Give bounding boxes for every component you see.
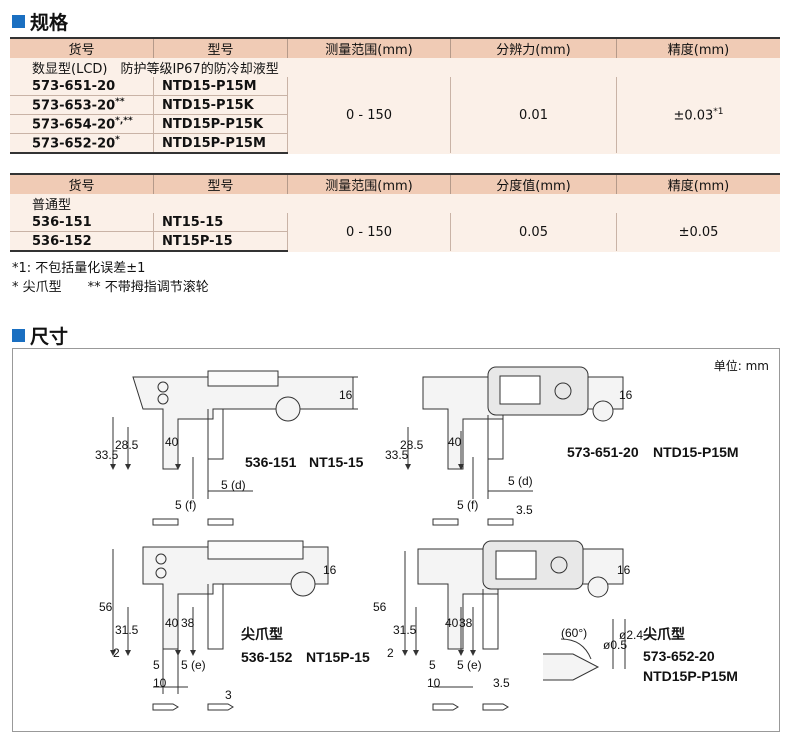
drawing1-code: 536-151: [245, 454, 297, 470]
header-range: 测量范围(mm): [287, 37, 451, 58]
note-2: * 尖爪型 ** 不带拇指调节滚轮: [12, 280, 209, 295]
drawing3-type: 尖爪型: [241, 626, 283, 642]
dim-3-5: 3.5: [493, 676, 510, 690]
dim-5e: 5 (e): [457, 658, 482, 672]
dim-40: 40: [448, 435, 462, 449]
dim-38: 38: [181, 616, 195, 630]
group-label: 普通型: [32, 198, 72, 213]
graduation-value: 0.05: [450, 213, 617, 251]
dim-28-5: 28.5: [400, 438, 424, 452]
drawing2-model: NTD15-P15M: [653, 444, 739, 460]
header-graduation: 分度值(mm): [450, 173, 617, 194]
dim-33-5: 33.5: [385, 448, 409, 462]
item-model: NT15P-15: [153, 231, 288, 252]
range-value: 0 - 150: [287, 213, 451, 251]
item-code: 573-654-20*,**: [10, 114, 154, 134]
header-accuracy: 精度(mm): [616, 173, 780, 194]
drawing4-code: 573-652-20: [643, 648, 715, 664]
header-accuracy: 精度(mm): [616, 37, 780, 58]
dim-31-5: 31.5: [115, 623, 139, 637]
section-square-icon: [12, 329, 25, 342]
resolution-value: 0.01: [450, 77, 617, 153]
item-code: 573-651-20: [10, 77, 154, 96]
item-model: NTD15-P15M: [153, 77, 288, 96]
dim-28-5: 28.5: [115, 438, 139, 452]
dim-5f: 5 (f): [175, 498, 196, 512]
item-model: NTD15P-P15M: [153, 133, 288, 154]
item-code: 573-653-20**: [10, 95, 154, 115]
item-code: 536-152: [10, 231, 154, 252]
unit-label: 单位: mm: [713, 359, 769, 373]
caliper-drawing-1: [110, 370, 358, 526]
dim-60deg: (60°): [561, 626, 587, 640]
dim-40: 40: [165, 435, 179, 449]
dim-16: 16: [339, 388, 353, 402]
item-code: 536-151: [10, 213, 154, 232]
item-model: NTD15P-P15K: [153, 114, 288, 134]
drawing4-model: NTD15P-P15M: [643, 668, 738, 684]
dim-16: 16: [619, 388, 633, 402]
drawing4-type: 尖爪型: [643, 626, 685, 642]
dim-5d: 5 (d): [221, 478, 246, 492]
header-resolution: 分辨力(mm): [450, 37, 617, 58]
spec-heading: 规格: [12, 8, 68, 35]
dim-5e: 5 (e): [181, 658, 206, 672]
drawing2-code: 573-651-20: [567, 444, 639, 460]
section-square-icon: [12, 15, 25, 28]
dim-2-4: ø2.4: [619, 628, 643, 642]
dim-31-5: 31.5: [393, 623, 417, 637]
dimension-svg: 536-151 NT15-15 573-651-20 NTD15-P15M 尖爪…: [95, 366, 739, 711]
dim-0-5: ø0.5: [603, 638, 627, 652]
dim-3: 3: [225, 688, 232, 702]
item-model: NT15-15: [153, 213, 288, 232]
header-code: 货号: [10, 173, 154, 194]
dim-16: 16: [323, 563, 337, 577]
spec-table-standard: 货号 型号 测量范围(mm) 分度值(mm) 精度(mm) 普通型 536-15…: [10, 173, 780, 252]
caliper-drawing-3: [110, 540, 329, 711]
item-model: NTD15-P15K: [153, 95, 288, 115]
dim-5d: 5 (d): [508, 474, 533, 488]
dim-3-5: 3.5: [516, 503, 533, 517]
spec-table-digital: 货号 型号 测量范围(mm) 分辨力(mm) 精度(mm) 数显型(LCD) 防…: [10, 37, 780, 154]
group-label: 数显型(LCD) 防护等级IP67的防冷却液型: [32, 62, 279, 77]
dim-10: 10: [153, 676, 167, 690]
dim-33-5: 33.5: [95, 448, 119, 462]
dim-5: 5: [153, 658, 160, 672]
dimension-drawings: 单位: mm: [12, 348, 780, 732]
drawing3-model: NT15P-15: [306, 649, 370, 665]
dim-heading: 尺寸: [12, 322, 68, 349]
dim-40: 40: [165, 616, 179, 630]
dim-56: 56: [373, 600, 387, 614]
accuracy-value: ±0.03*1: [616, 77, 780, 153]
dim-56: 56: [99, 600, 113, 614]
dim-10: 10: [427, 676, 441, 690]
header-code: 货号: [10, 37, 154, 58]
dim-2: 2: [387, 646, 394, 660]
note-1: *1: 不包括量化误差±1: [12, 261, 146, 276]
dim-2: 2: [113, 646, 120, 660]
header-model: 型号: [153, 37, 288, 58]
header-model: 型号: [153, 173, 288, 194]
caliper-drawing-4: [402, 540, 626, 711]
dim-5: 5: [429, 658, 436, 672]
drawing3-code: 536-152: [241, 649, 293, 665]
dim-16: 16: [617, 563, 631, 577]
dim-38: 38: [459, 616, 473, 630]
header-range: 测量范围(mm): [287, 173, 451, 194]
drawing1-model: NT15-15: [309, 454, 364, 470]
item-code: 573-652-20*: [10, 133, 154, 154]
dim-40: 40: [445, 616, 459, 630]
accuracy-value: ±0.05: [616, 213, 780, 251]
caliper-drawing-2: [405, 366, 624, 526]
range-value: 0 - 150: [287, 77, 451, 153]
dim-5f: 5 (f): [457, 498, 478, 512]
